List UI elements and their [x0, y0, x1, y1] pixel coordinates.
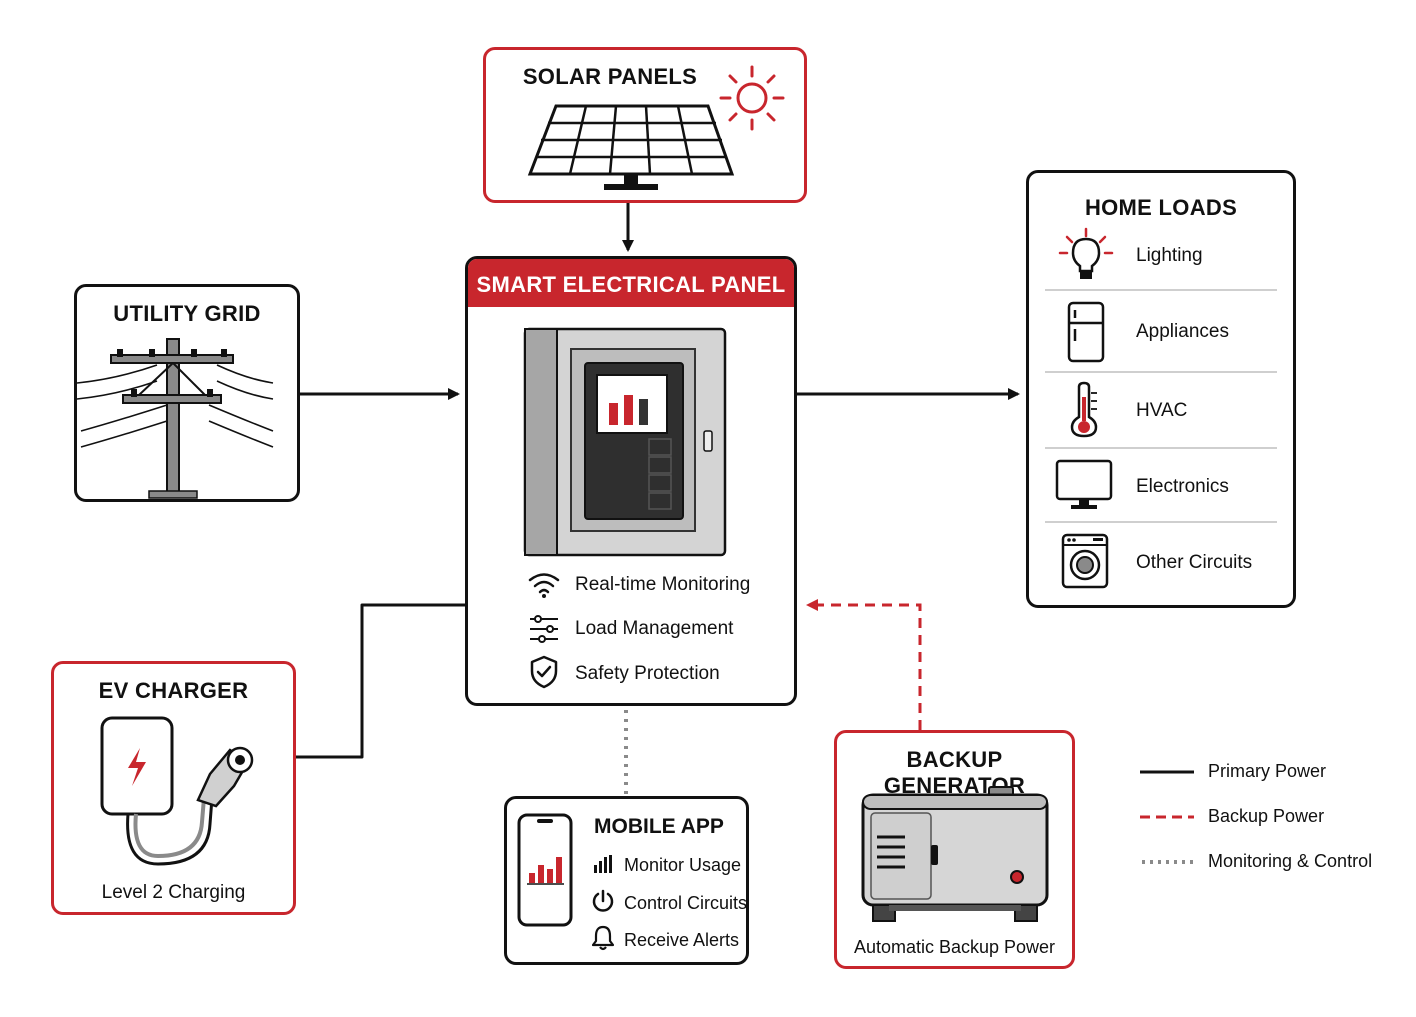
thermometer-icon: [1070, 381, 1098, 438]
app-item-control-circuits: Control Circuits: [624, 893, 748, 913]
utility-grid-title: UTILITY GRID: [113, 301, 261, 326]
home-item-lighting: Lighting: [1136, 245, 1203, 266]
power-pole-icon: [77, 338, 274, 499]
app-item-receive-alerts: Receive Alerts: [624, 930, 740, 950]
bar-chart-icon: [594, 855, 612, 873]
power-icon: [592, 889, 614, 912]
app-item-monitor-usage: Monitor Usage: [624, 855, 742, 875]
backup-generator-caption: Automatic Backup Power: [853, 937, 1056, 957]
mobile-app-card: MOBILE APP Monitor Usage Control Circuit…: [504, 796, 749, 965]
legend-primary-swatch: [1140, 770, 1194, 774]
lightbulb-icon: [1058, 227, 1114, 279]
monitor-icon: [1055, 459, 1113, 509]
home-divider: [1045, 371, 1277, 373]
smart-panel-card: SMART ELECTRICAL PANEL Real-time Monitor…: [465, 256, 797, 706]
generator-to-panel-line: [806, 599, 922, 730]
home-item-appliances: Appliances: [1136, 321, 1229, 342]
legend-monitoring-swatch: [1142, 860, 1194, 864]
ev-charger-caption: Level 2 Charging: [101, 882, 246, 903]
wifi-icon: [528, 573, 560, 598]
sun-icon: [719, 65, 785, 131]
home-divider: [1045, 447, 1277, 449]
feature-safety-protection: Safety Protection: [575, 663, 720, 684]
home-item-electronics: Electronics: [1136, 476, 1229, 497]
smart-panel-title: SMART ELECTRICAL PANEL: [468, 259, 794, 307]
mobile-app-title: MOBILE APP: [594, 815, 724, 838]
legend-primary-power: Primary Power: [1208, 761, 1327, 781]
feature-realtime-monitoring: Real-time Monitoring: [575, 574, 751, 595]
ev-charger-icon: [100, 716, 254, 866]
electrical-panel-icon: [523, 327, 727, 557]
home-item-other-circuits: Other Circuits: [1136, 552, 1253, 573]
legend-monitoring-control: Monitoring & Control: [1208, 851, 1373, 871]
solar-panel-icon: [527, 104, 735, 190]
sliders-icon: [530, 615, 558, 643]
smartphone-icon: [517, 813, 573, 927]
bell-icon: [592, 925, 614, 951]
washing-machine-icon: [1061, 533, 1109, 589]
ev-charger-title: EV CHARGER: [98, 678, 249, 703]
home-loads-card: HOME LOADS Lighting Appliances HVAC Elec…: [1026, 170, 1296, 608]
home-divider: [1045, 521, 1277, 523]
backup-generator-card: BACKUP GENERATOR Automatic Backup Power: [834, 730, 1075, 969]
home-divider: [1045, 289, 1277, 291]
utility-grid-card: UTILITY GRID: [74, 284, 300, 502]
solar-panels-card: SOLAR PANELS: [483, 47, 807, 203]
refrigerator-icon: [1067, 301, 1105, 363]
generator-icon: [861, 786, 1049, 922]
shield-check-icon: [530, 655, 558, 689]
legend-backup-swatch: [1140, 815, 1194, 819]
legend-backup-power: Backup Power: [1208, 806, 1325, 826]
panel-to-ev-line: [296, 603, 466, 759]
home-loads-title: HOME LOADS: [1084, 195, 1238, 220]
feature-load-management: Load Management: [575, 618, 734, 639]
solar-panels-title: SOLAR PANELS: [522, 64, 698, 89]
home-item-hvac: HVAC: [1136, 400, 1188, 421]
ev-charger-card: EV CHARGER Level 2 Charging: [51, 661, 296, 915]
